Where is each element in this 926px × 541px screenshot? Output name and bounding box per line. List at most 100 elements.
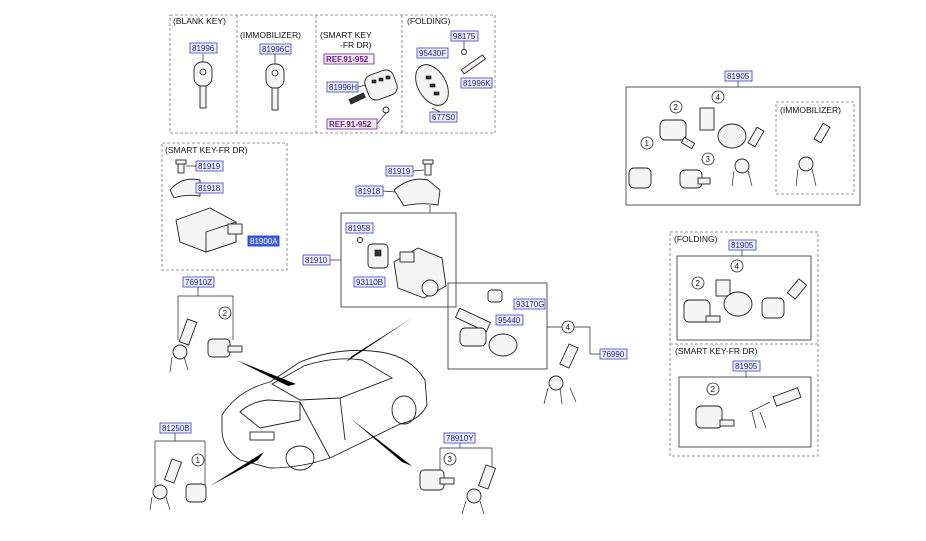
smart-key-module-icon [175,207,243,253]
part-label-81905-c[interactable]: 81905 [732,360,761,372]
callout-1-a-text: 1 [196,456,201,465]
part-label-81250b[interactable]: 81250B [159,422,192,434]
svg-text:81996K: 81996K [463,79,491,88]
part-label-81996[interactable]: 81996 [189,42,218,54]
key-cylinder-icon [367,243,389,269]
lock-body-icon [393,247,447,299]
svg-text:81905: 81905 [727,72,750,81]
smart-key-fr-dr-header: (SMART KEY-FR DR) [165,145,248,155]
part-label-95440[interactable]: 95440 [495,314,524,326]
immobilizer-right-header: (IMMOBILIZER) [780,105,841,115]
callout-3-b-text: 3 [706,155,711,164]
part-label-76910z[interactable]: 76910Z [182,276,215,288]
set-key-icon-a [731,126,765,187]
part-label-81900a[interactable]: 81900A [247,235,280,247]
smart-key-fr-dr-right-header: (SMART KEY-FR DR) [675,346,758,356]
arrow-left-front [236,360,296,386]
part-label-95430f[interactable]: 95430F [416,47,449,59]
part-label-81996h[interactable]: 81996H [326,81,359,93]
smart-key-fr-dr-frame [161,142,288,271]
svg-text:93170G: 93170G [516,300,544,309]
blank-key-header: (BLANK KEY) [173,16,226,26]
svg-text:81905: 81905 [735,362,758,371]
part-label-81919-a[interactable]: 81919 [195,160,224,172]
callout-3-a [443,452,457,466]
callout-1-b [640,136,654,150]
immobilizer-header: (IMMOBILIZER) [240,30,301,40]
part-label-677s0[interactable]: 677S0 [429,111,458,123]
set-cylinder-2-icon [659,119,696,150]
svg-text:95430F: 95430F [419,49,446,58]
svg-text:81250B: 81250B [162,424,190,433]
callout-2-d-text: 2 [711,385,716,394]
part-label-98175[interactable]: 98175 [450,30,479,42]
door-cylinder-icon-a [207,338,243,358]
svg-text:REF.91-952: REF.91-952 [329,120,372,129]
svg-text:81919: 81919 [388,167,411,176]
folding-cylinder-4-icon [715,279,753,317]
immobilizer-key-icon-right [795,122,831,187]
part-label-81919-b[interactable]: 81919 [385,165,414,177]
svg-text:76910Z: 76910Z [185,278,212,287]
part-label-81918-a[interactable]: 81918 [195,182,224,194]
svg-text:81996C: 81996C [262,45,290,54]
callout-2-a-text: 2 [223,309,228,318]
trunk-lock-box [447,282,548,370]
ref-label-1[interactable]: REF.91-952 [323,53,375,65]
ref-label-2[interactable]: REF.91-952 [326,118,378,130]
trunk-cylinder-icon [454,307,518,357]
smart-key-fob-right-icon [749,387,802,429]
svg-text:81910: 81910 [305,256,328,265]
arrow-ignition [346,318,412,362]
door-keys-icon-a [169,318,198,373]
trunk-switch-icon [487,289,503,303]
callout-2-c-text: 2 [696,279,701,288]
svg-text:677S0: 677S0 [432,113,456,122]
callout-1-b-text: 1 [645,139,650,148]
arrow-right-front [350,418,412,466]
part-label-78910y[interactable]: 78910Y [443,432,476,444]
part-label-81958[interactable]: 81958 [345,222,374,234]
part-label-81905-b[interactable]: 81905 [728,239,757,251]
folding-cylinder-2-icon [683,299,721,323]
immobilizer-key-icon [265,63,285,111]
svg-text:78910Y: 78910Y [446,434,474,443]
callout-4-c [730,259,744,273]
smart-cylinder-icon [695,405,735,429]
immobilizer-right-frame [775,101,855,195]
callout-4-b [711,90,725,104]
svg-text:95440: 95440 [498,316,521,325]
part-label-81905-a[interactable]: 81905 [724,70,753,82]
callout-2-b [669,100,683,114]
screw-icon [382,106,390,114]
callout-2-d [706,382,720,396]
folding-header: (FOLDING) [407,16,451,26]
svg-text:REF.91-952: REF.91-952 [326,55,369,64]
svg-text:81918: 81918 [198,184,221,193]
car-icon [221,349,428,471]
part-label-81996c[interactable]: 81996C [259,43,292,55]
door-keys-icon-b [461,464,497,515]
part-label-93170g[interactable]: 93170G [513,298,546,310]
callout-3-b [701,152,715,166]
svg-text:81919: 81919 [198,162,221,171]
callout-4-b-text: 4 [716,93,721,102]
part-label-81996k[interactable]: 81996K [460,77,493,89]
folding-right-header: (FOLDING) [674,234,718,244]
door-cylinder-icon-b [419,469,455,491]
blank-key-icon [193,61,213,109]
callout-4-c-text: 4 [735,262,740,271]
part-label-81918-b[interactable]: 81918 [355,185,384,197]
svg-text:81958: 81958 [348,224,371,233]
svg-text:81900A: 81900A [250,237,278,246]
part-label-76990[interactable]: 76990 [599,348,628,360]
smart-key-set-box [678,376,812,448]
callout-3-a-text: 3 [448,455,453,464]
svg-text:98175: 98175 [453,32,476,41]
callout-2-b-text: 2 [674,103,679,112]
svg-text:76990: 76990 [602,350,625,359]
part-label-81910[interactable]: 81910 [302,254,331,266]
callout-4-a [561,320,575,334]
part-label-93110b[interactable]: 93110B [353,276,386,288]
